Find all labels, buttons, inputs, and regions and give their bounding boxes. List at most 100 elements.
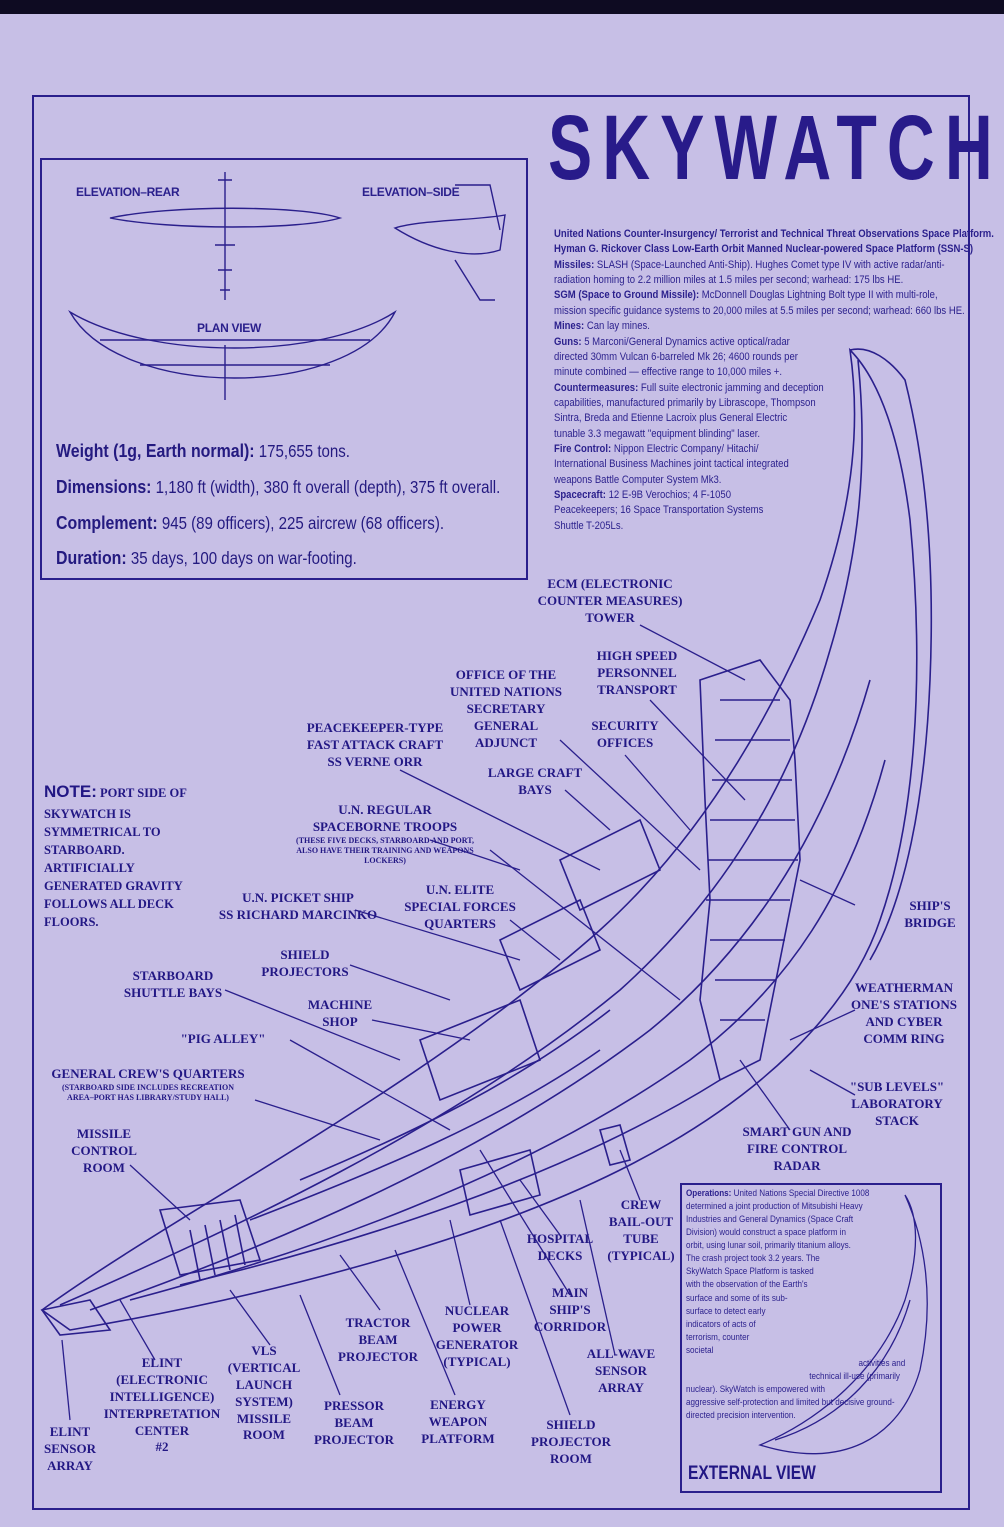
label-line: ROOM [550, 1450, 592, 1466]
view-label-plan: PLAN VIEW [197, 321, 261, 335]
text-line: indicators of acts of [686, 1318, 906, 1331]
label-line: LARGE CRAFT [487, 765, 583, 780]
text-line: United Nations Counter-Insurgency/ Terro… [554, 227, 994, 242]
side-elevation-hull [393, 214, 506, 255]
text-line-body: Can lay mines. [584, 320, 650, 333]
page-border [32, 95, 970, 1510]
hull-inner-line [59, 359, 863, 1306]
label-line: SECRETARY [466, 700, 546, 716]
label-line: GENERAL CREW'S QUARTERS [51, 1066, 245, 1081]
text-line-label: Countermeasures: [554, 381, 639, 394]
label-line: SHIELD [546, 1417, 596, 1432]
label-line: COMM RING [863, 1030, 945, 1046]
label-line: MISSILE [76, 1126, 132, 1141]
label-line: UNITED NATIONS [449, 683, 563, 699]
spec-list: United Nations Counter-Insurgency/ Terro… [554, 227, 994, 534]
label-line: SHIP'S [909, 898, 951, 913]
text-line-label: Fire Control: [554, 443, 612, 456]
text-line: minute combined — effective range to 10,… [554, 365, 914, 380]
text-line-body: nuclear). SkyWatch is empowered with [686, 1383, 825, 1394]
rear-elevation-mast [215, 172, 235, 300]
label-general-crew-quarters: GENERAL CREW'S QUARTERS(STARBOARD SIDE I… [51, 1066, 244, 1103]
text-line-body: tunable 3.3 megawatt "equipment blinding… [554, 427, 761, 440]
label-line: "PIG ALLEY" [180, 1031, 266, 1046]
text-line-label: Missiles: [554, 258, 595, 271]
note-line: FOLLOWS ALL DECK [44, 897, 174, 912]
spec-box [40, 158, 528, 580]
label-line: COUNTER MEASURES) [537, 592, 683, 608]
text-line-label: Mines: [554, 320, 585, 333]
text-line: The crash project took 3.2 years. The [686, 1252, 906, 1265]
top-edge-bar [0, 0, 1004, 14]
machine-shop-area [419, 998, 541, 1102]
label-line: BAIL-OUT [608, 1213, 674, 1229]
hull-rim [849, 348, 933, 961]
label-line: BAYS [518, 781, 552, 797]
text-line-body: technical ill-use (primarily [809, 1370, 900, 1381]
note-heading: NOTE: [44, 782, 97, 801]
missile-room [158, 1199, 262, 1276]
label-line: (ELECTRONIC [116, 1371, 208, 1387]
text-line: directed precision intervention. [686, 1409, 906, 1422]
elite-quarters-area [498, 898, 602, 992]
text-line-body: Peacekeepers; 16 Space Transportation Sy… [554, 504, 764, 517]
text-line: orbit, using lunar soil, primarily titan… [686, 1239, 906, 1252]
note-line: PORT SIDE OF [96, 786, 187, 800]
text-line-body: Full suite electronic jamming and decept… [638, 381, 824, 394]
label-line: SECURITY [591, 718, 659, 733]
label-line: RADAR [773, 1157, 821, 1173]
text-line: Shuttle T-205Ls. [554, 519, 914, 534]
label-line: SPACEBORNE TROOPS [312, 818, 458, 834]
text-line: Guns: 5 Marconi/General Dynamics active … [554, 335, 914, 350]
label-subline: (STARBOARD SIDE INCLUDES RECREATION [62, 1082, 234, 1092]
text-line: Operations: United Nations Special Direc… [686, 1187, 906, 1200]
text-line-body: with the observation of the Earth's [686, 1279, 808, 1290]
text-line: Mines: Can lay mines. [554, 319, 914, 334]
text-line: Division) would construct a space platfo… [686, 1226, 906, 1239]
stat-weight: Weight (1g, Earth normal): 175,655 tons. [56, 440, 350, 461]
rear-elevation-wing [109, 207, 343, 228]
label-subline: ALSO HAVE THEIR TRAINING AND WEAPONS [296, 845, 474, 855]
deck-line-5 [249, 1049, 601, 1221]
label-line: U.N. REGULAR [338, 802, 432, 817]
label-line: ADJUNCT [474, 734, 538, 750]
label-line: SHIELD [280, 947, 330, 962]
label-line: OFFICE OF THE [455, 667, 557, 682]
label-line: PLATFORM [421, 1430, 495, 1446]
deck-line-1 [89, 679, 871, 1311]
label-line: ROOM [83, 1159, 125, 1175]
label-line: CONTROL [71, 1142, 137, 1158]
label-line: INTERPRETATION [103, 1405, 221, 1421]
note-line: GENERATED GRAVITY [44, 879, 183, 894]
label-line: TUBE [623, 1230, 659, 1246]
label-line: U.N. PICKET SHIP [242, 890, 354, 905]
deck-line-3 [179, 1079, 721, 1286]
label-line: ONE'S STATIONS [850, 996, 958, 1012]
text-line-body: societal [686, 1344, 714, 1355]
label-line: TRACTOR [345, 1315, 411, 1330]
text-line: tunable 3.3 megawatt "equipment blinding… [554, 427, 914, 442]
text-line-body: activities and [858, 1357, 906, 1368]
note-line: FLOORS. [44, 915, 99, 930]
text-line-body: Shuttle T-205Ls. [554, 519, 624, 532]
label-line: LABORATORY [851, 1095, 943, 1111]
text-line-body: 12 E-9B Verochios; 4 F-1050 [605, 489, 732, 502]
label-line: SS VERNE ORR [327, 753, 423, 769]
text-line: International Business Machines joint ta… [554, 457, 914, 472]
text-line-body: directed 30mm Vulcan 6-barreled Mk 26; 4… [554, 350, 798, 363]
label-line: SHIP'S [549, 1301, 591, 1317]
text-line-body: minute combined — effective range to 10,… [554, 366, 782, 379]
plan-view-hull [68, 310, 397, 379]
label-line: AND CYBER [865, 1013, 943, 1029]
vls-tubes [189, 1214, 246, 1281]
text-line: Spacecraft: 12 E-9B Verochios; 4 F-1050 [554, 488, 914, 503]
